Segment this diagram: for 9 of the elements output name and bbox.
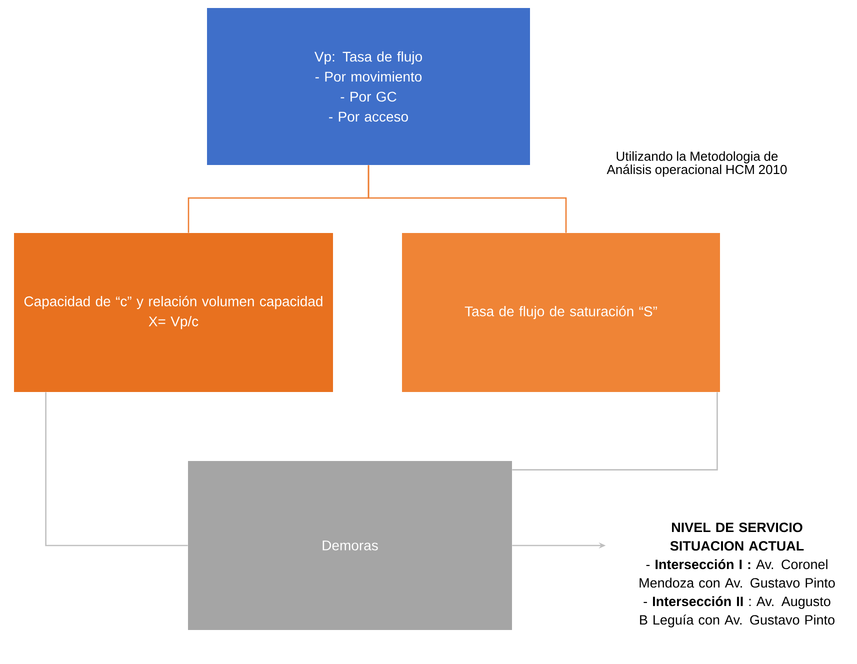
- connector: [368, 165, 567, 233]
- process-box: Vp: Tasa de flujo - Por movimiento - Por GC - Por acceso: [207, 8, 530, 165]
- process-box: Capacidad de “c” y relación volumen capacidad X= Vp/c: [14, 233, 333, 392]
- process-box: Demoras: [188, 461, 512, 630]
- connector: [512, 392, 718, 470]
- process-box: Tasa de flujo de saturación “S”: [402, 233, 720, 392]
- note-text: Utilizando la Metodologia de Análisis operacional HCM 2010: [606, 151, 787, 177]
- result-text: NIVEL DE SERVICIO SITUACION ACTUAL - Intersección I : Av. Coronel Mendoza con Av. Gustavo Pinto - Intersección II : Av. Augusto B Leguía con Av. Gustavo Pinto: [640, 522, 835, 628]
- connector: [45, 392, 188, 546]
